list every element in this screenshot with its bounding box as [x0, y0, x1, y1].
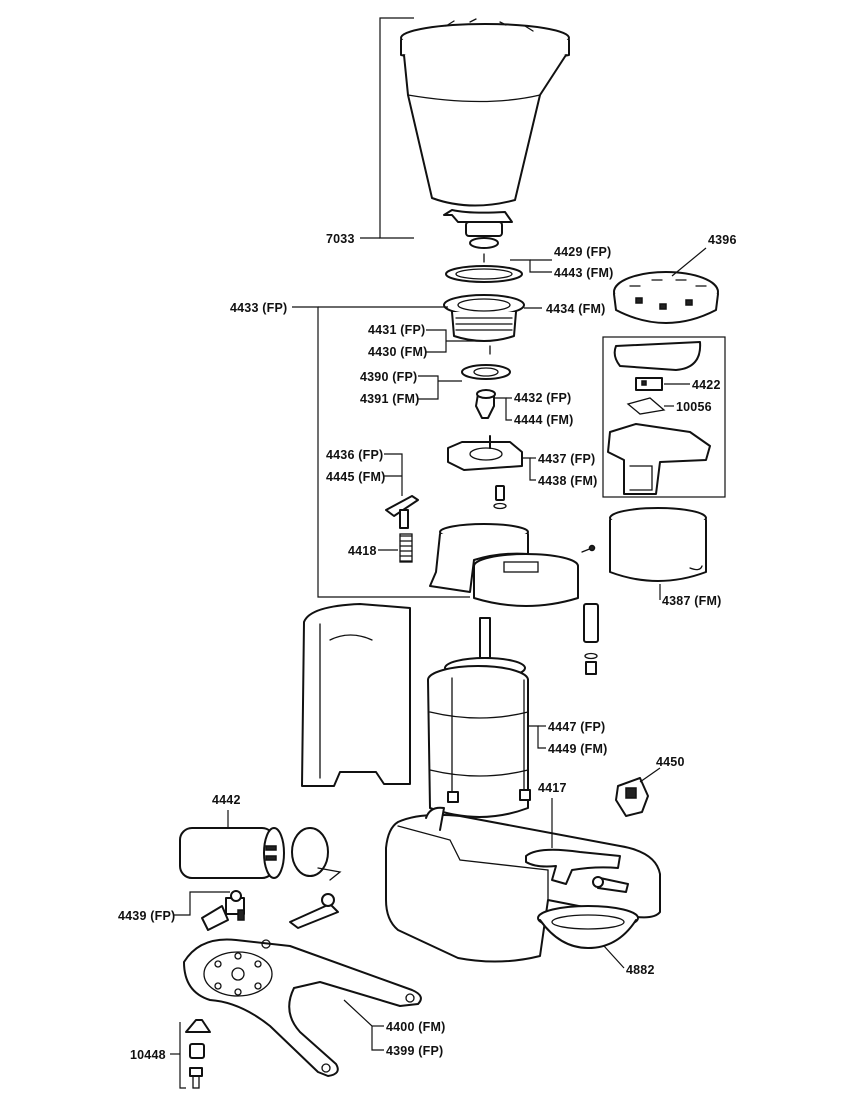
- label-4430-fm: 4430 (FM): [368, 345, 427, 359]
- label-4391-fm: 4391 (FM): [360, 392, 419, 406]
- label-10056: 10056: [676, 400, 712, 414]
- cable-clamp-part: [201, 890, 245, 931]
- doser-housing-part: [429, 523, 579, 607]
- label-4422: 4422: [692, 378, 721, 392]
- label-4400-fm: 4400 (FM): [386, 1020, 445, 1034]
- dosing-ring-part: [447, 435, 523, 471]
- capacitor-clamp-part: [291, 827, 342, 881]
- label-4449-fm: 4449 (FM): [548, 742, 607, 756]
- label-4445-fm: 4445 (FM): [326, 470, 385, 484]
- label-4390-fp: 4390 (FP): [360, 370, 417, 384]
- label-4434-fm: 4434 (FM): [546, 302, 605, 316]
- switch-part: [635, 377, 663, 391]
- gasket-part: [445, 253, 523, 283]
- foot-part: [185, 1019, 211, 1089]
- label-4399-fp: 4399 (FP): [386, 1044, 443, 1058]
- label-4442: 4442: [212, 793, 241, 807]
- label-10448: 10448: [130, 1048, 166, 1062]
- wrench-part: [289, 893, 339, 929]
- label-4882: 4882: [626, 963, 655, 977]
- label-4439-fp: 4439 (FP): [118, 909, 175, 923]
- label-4443-fm: 4443 (FM): [554, 266, 613, 280]
- capacitor-part: [179, 827, 285, 879]
- label-4418: 4418: [348, 544, 377, 558]
- switch-base-part: [607, 423, 711, 495]
- label-4450: 4450: [656, 755, 685, 769]
- label-4387-fm: 4387 (FM): [662, 594, 721, 608]
- label-4429-fp: 4429 (FP): [554, 245, 611, 259]
- label-4431-fp: 4431 (FP): [368, 323, 425, 337]
- base-part: [385, 806, 661, 963]
- motor-part: [427, 617, 531, 818]
- label-4396: 4396: [708, 233, 737, 247]
- label-4437-fp: 4437 (FP): [538, 452, 595, 466]
- label-4447-fp: 4447 (FP): [548, 720, 605, 734]
- spindle-part: [475, 389, 496, 419]
- base-plate-part: [183, 938, 422, 1077]
- cover-part: [613, 271, 719, 324]
- power-switch-part: [615, 777, 649, 817]
- label-4436-fp: 4436 (FP): [326, 448, 383, 462]
- label-4417: 4417: [538, 781, 567, 795]
- label-7033: 7033: [326, 232, 355, 246]
- side-cover-part: [301, 603, 411, 787]
- hopper-part: [400, 18, 570, 249]
- label-4433-fp: 4433 (FP): [230, 301, 287, 315]
- drip-tray-part: [537, 905, 639, 949]
- cover-lid-part: [613, 341, 702, 371]
- fork-part: [525, 848, 621, 885]
- label-4444-fm: 4444 (FM): [514, 413, 573, 427]
- burr-holder-part: [443, 294, 525, 342]
- sleeve-part: [609, 507, 707, 582]
- lower-burr-part: [461, 364, 511, 380]
- label-4438-fm: 4438 (FM): [538, 474, 597, 488]
- lever-part: [385, 495, 419, 529]
- label-4432-fp: 4432 (FP): [514, 391, 571, 405]
